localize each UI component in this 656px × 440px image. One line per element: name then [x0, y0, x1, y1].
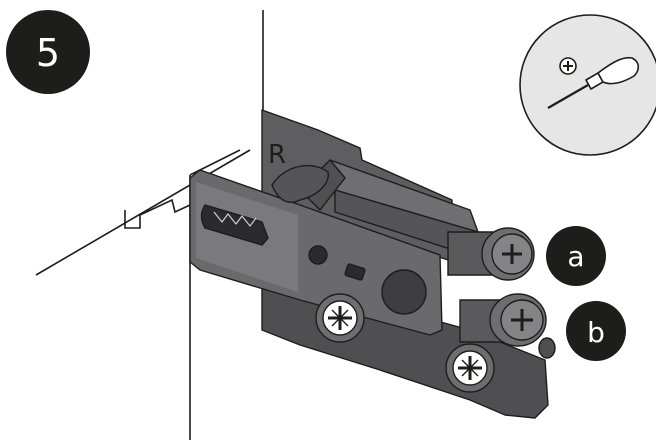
adjustment-screw-b [459, 293, 556, 359]
callout-a: a [546, 226, 606, 286]
side-mark-label: R [268, 140, 286, 170]
callout-b-label: b [587, 316, 605, 349]
phillips-screw-head-icon [559, 57, 577, 75]
tool-required-circle [519, 14, 656, 156]
phillips-screwdriver-icon [547, 56, 640, 109]
step-number-badge: 5 [6, 10, 90, 94]
callout-b: b [566, 301, 626, 361]
mounting-screw-right [445, 343, 495, 393]
step-number: 5 [36, 31, 60, 75]
adjustment-screw-a [447, 227, 535, 281]
mounting-screw-left [315, 293, 365, 343]
callout-a-label: a [567, 240, 584, 273]
